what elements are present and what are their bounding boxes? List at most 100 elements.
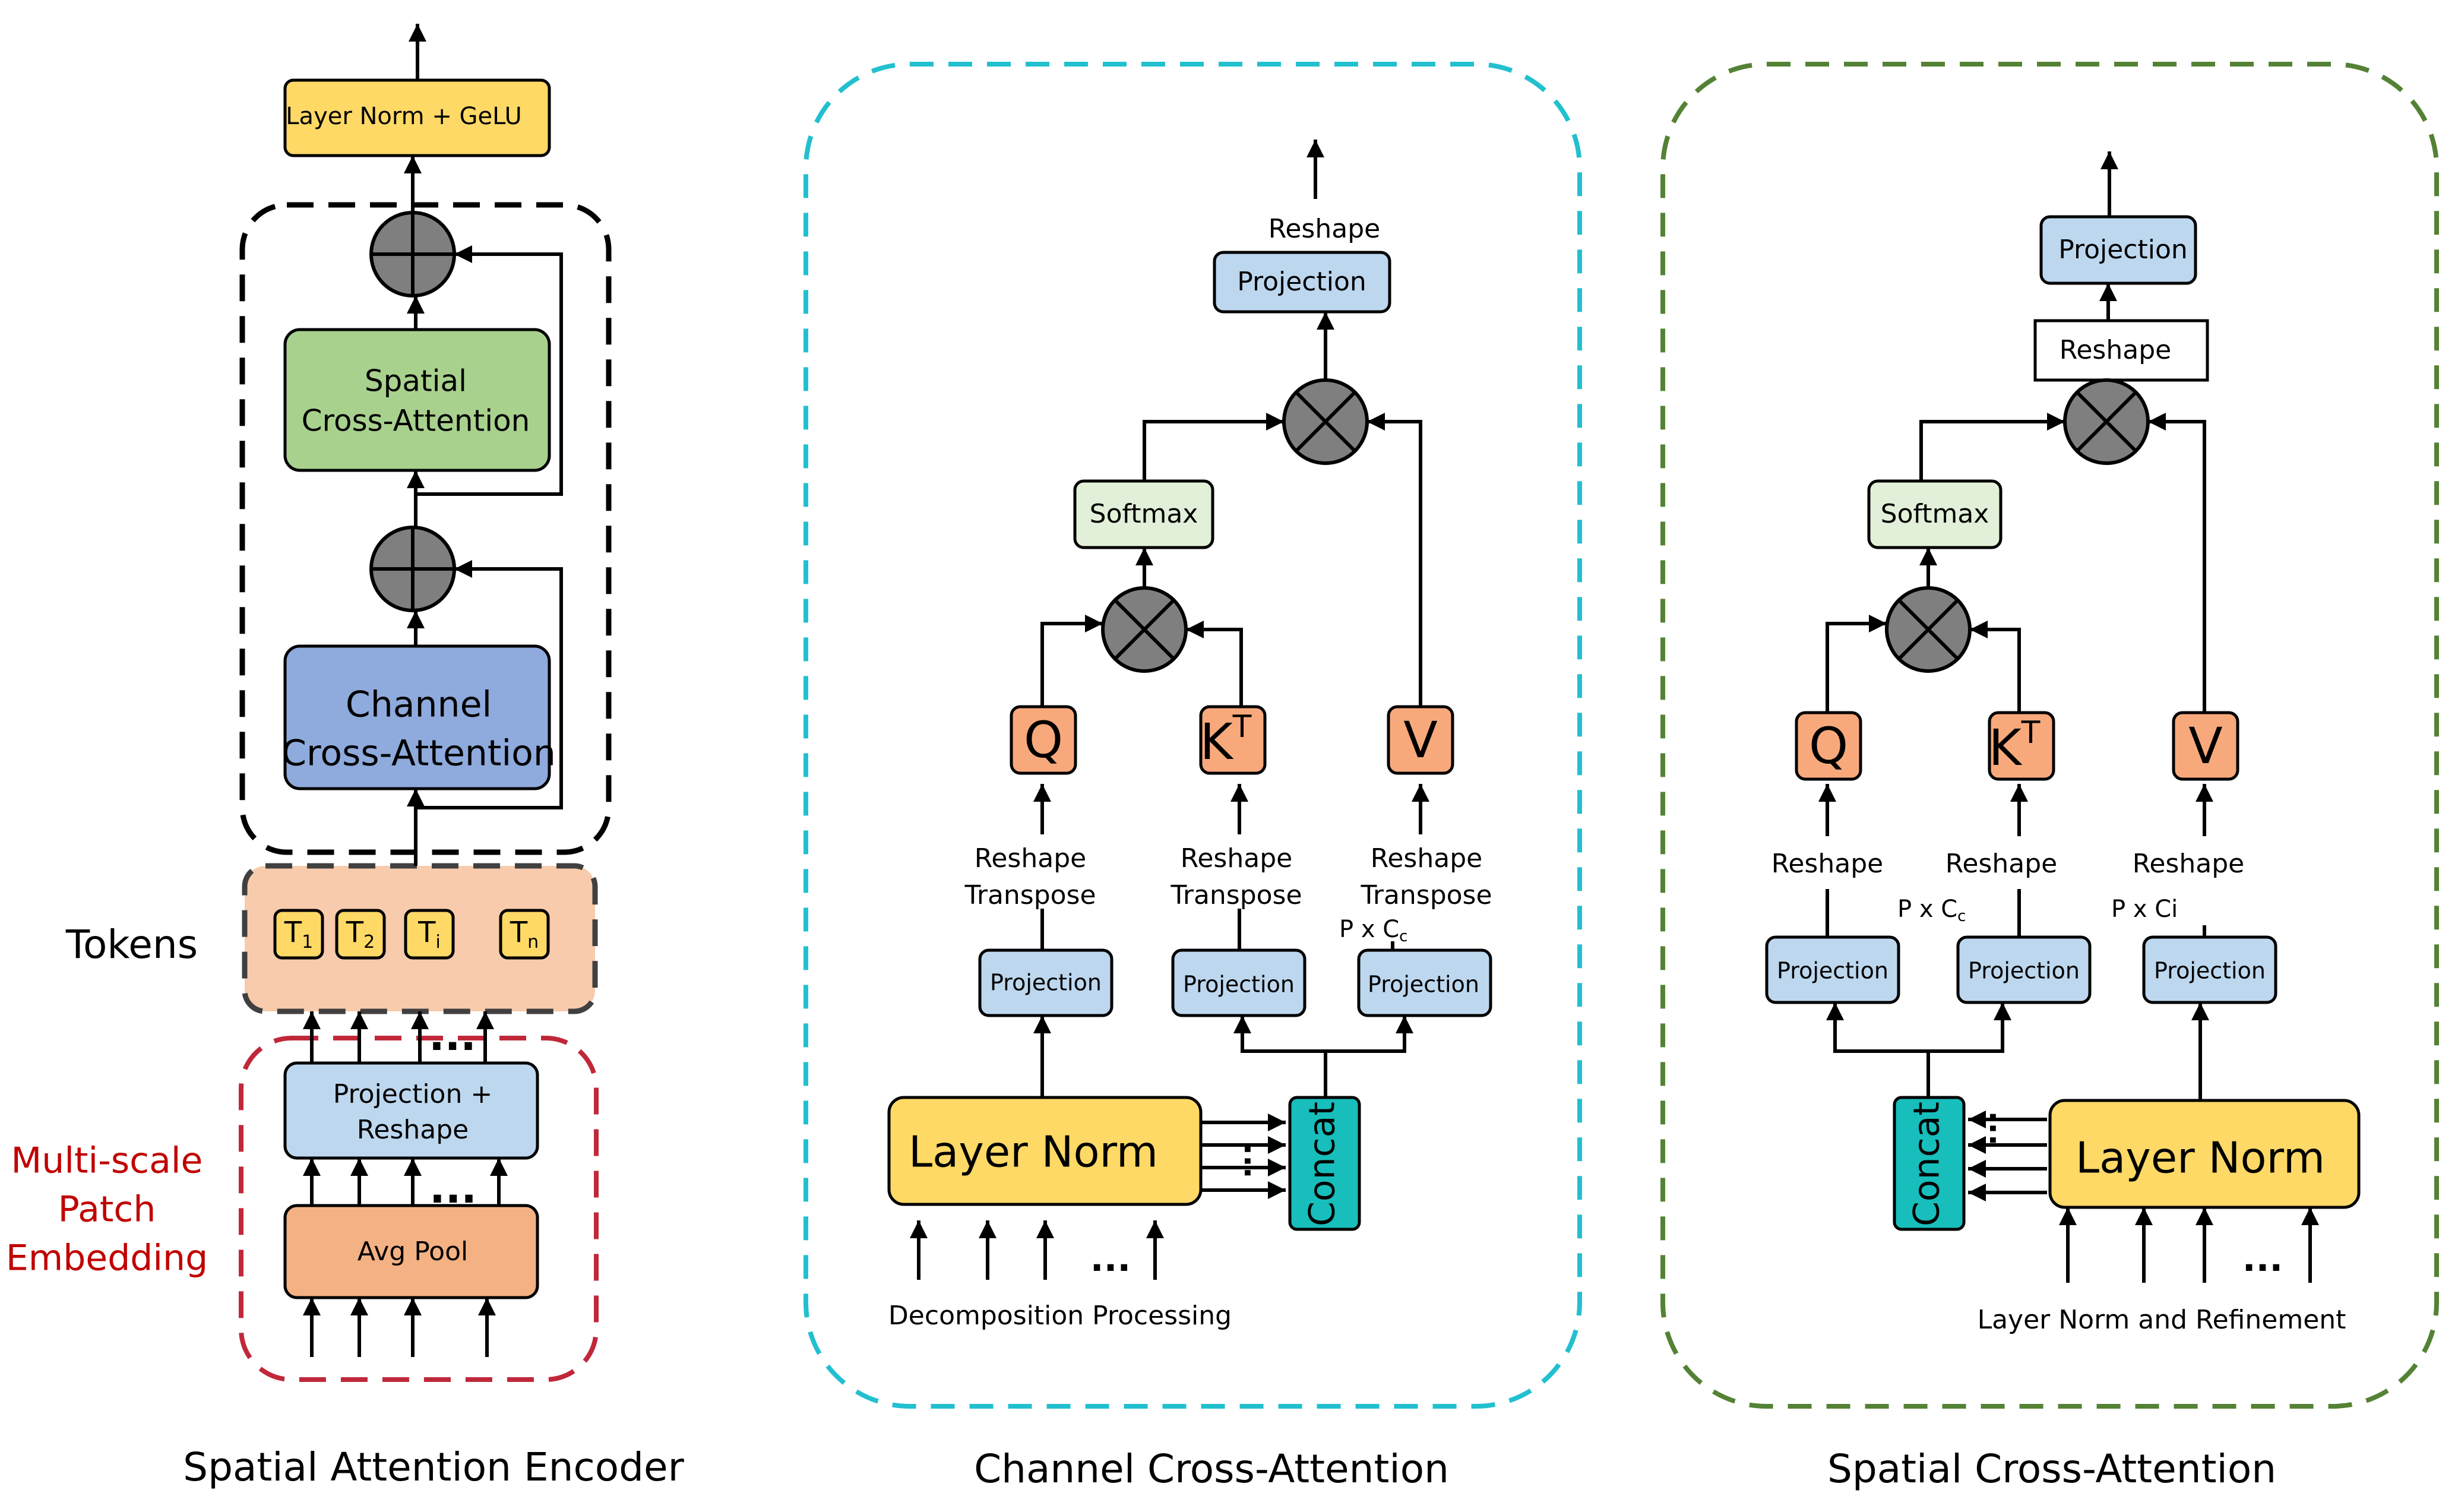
projection-reshape-line1: Projection +: [333, 1079, 492, 1109]
sp-arrows-input: [2059, 1207, 2319, 1283]
sp-dim-k-sub: c: [1957, 907, 1966, 925]
sp-dim-k-base: P x C: [1897, 896, 1957, 923]
token-base: T: [284, 916, 302, 949]
ch-transpose-v: Transpose: [1360, 880, 1492, 910]
sp-projection-v-label: Projection: [2154, 958, 2266, 984]
sp-k-label: KT: [1989, 715, 2041, 777]
multiscale-label-line1: Multi-scale: [11, 1140, 203, 1182]
svg-text:T1: T1: [284, 916, 313, 953]
ch-dim-label: P x Cc: [1339, 916, 1407, 945]
avg-pool-label: Avg Pool: [358, 1236, 469, 1267]
channel-ca-caption: Channel Cross-Attention: [974, 1446, 1449, 1492]
spatial-ca-label-line2: Cross-Attention: [302, 404, 530, 438]
ch-reshape-k: Reshape: [1181, 843, 1292, 874]
residual-connection-bottom: [416, 560, 563, 809]
encoder-attention-container: [239, 202, 612, 855]
sp-concat-ellipsis: ...: [1982, 1111, 2018, 1146]
sp-reshape-top-label: Reshape: [2060, 335, 2171, 365]
token-t2: T2: [335, 909, 386, 960]
sp-bottom-label: Layer Norm and Refinement: [1978, 1305, 2346, 1335]
arrows-projection-to-tokens: [303, 1011, 494, 1063]
sp-projection-q-label: Projection: [1777, 958, 1888, 984]
token-sub: n: [527, 932, 539, 953]
ch-projection-top-label: Projection: [1237, 267, 1366, 297]
ch-layer-norm-label: Layer Norm: [909, 1127, 1158, 1177]
sp-dim-k-label: P x Cc: [1897, 896, 1966, 925]
sp-projection-k-label: Projection: [1968, 958, 2080, 984]
sp-q-label: Q: [1809, 717, 1848, 775]
svg-text:T2: T2: [346, 916, 375, 953]
ch-q-box: [1010, 705, 1077, 775]
sp-projection-top-box: [2039, 215, 2197, 285]
ch-input-ellipsis: ...: [1090, 1238, 1131, 1280]
sp-reshape-v: Reshape: [2133, 849, 2244, 879]
ch-arrow-k-to-mult: [1186, 621, 1243, 707]
add-operator-bottom: [369, 526, 456, 612]
token-ti: Ti: [404, 909, 455, 960]
sp-v-box: [2172, 711, 2239, 781]
ch-q-label: Q: [1024, 711, 1063, 769]
residual-connection-top: [416, 245, 563, 496]
ch-dim-base: P x C: [1339, 916, 1399, 943]
channel-ca-container: [803, 62, 1582, 1409]
sp-q-box: [1795, 711, 1862, 781]
ch-projection-v-box: [1357, 948, 1492, 1017]
ch-arrow-concat-to-proj-v: [1326, 1016, 1413, 1053]
sp-arrow-concat-to-proj-q: [1826, 1002, 1930, 1097]
sp-projection-v-box: [2142, 935, 2277, 1004]
ch-concat-label: Concat: [1302, 1102, 1343, 1226]
sp-v-label: V: [2188, 717, 2222, 775]
token-base: T: [417, 916, 436, 949]
spatial-cross-attention-box: [283, 328, 551, 472]
arrows-avgpool-to-projection: [303, 1158, 508, 1206]
sp-projection-top-label: Projection: [2058, 235, 2188, 265]
sp-multiply-operator-top: [2063, 378, 2150, 465]
ch-projection-v-label: Projection: [1368, 972, 1479, 998]
ch-arrow-v-to-mult: [1367, 413, 1422, 707]
ch-projection-k-label: Projection: [1183, 972, 1295, 998]
ch-reshape-v: Reshape: [1371, 843, 1482, 874]
token-sub: i: [435, 932, 440, 953]
ch-reshape-q: Reshape: [975, 843, 1086, 874]
channel-ca-label-line1: Channel: [346, 684, 492, 726]
ch-transpose-k: Transpose: [1170, 880, 1302, 910]
ch-arrows-layernorm-to-concat: [1201, 1114, 1286, 1199]
channel-ca-label-line2: Cross-Attention: [281, 733, 556, 774]
ch-k-sup: T: [1232, 709, 1252, 745]
svg-text:Ti: Ti: [417, 916, 441, 953]
sp-concat-box: [1893, 1096, 1966, 1231]
ch-arrow-concat-to-proj-k: [1233, 1016, 1327, 1097]
token-sub: 1: [302, 932, 313, 953]
ch-layer-norm-box: [887, 1096, 1203, 1206]
multiscale-label-line3: Embedding: [6, 1238, 208, 1279]
sp-projection-k-box: [1956, 935, 2092, 1004]
sp-reshape-top-box: [2033, 319, 2209, 382]
sp-layer-norm-label: Layer Norm: [2076, 1133, 2325, 1183]
token-t1: T1: [273, 909, 324, 960]
ch-multiply-operator-top: [1282, 378, 1369, 465]
sp-arrow-softmax-to-mult: [1919, 413, 2065, 481]
sp-dim-v-label: P x Ci: [2111, 896, 2178, 923]
sp-k-box: [1988, 711, 2055, 781]
sp-arrows-layernorm-to-concat: [1968, 1111, 2047, 1201]
layer-norm-gelu-label: Layer Norm + GeLU: [286, 103, 521, 130]
spatial-ca-label-line1: Spatial: [365, 364, 467, 398]
ch-k-label: KT: [1200, 709, 1252, 771]
ch-concat-box: [1288, 1096, 1361, 1231]
ch-arrow-q-to-mult: [1040, 615, 1103, 707]
ch-projection-top-box: [1213, 251, 1391, 314]
ch-bottom-label: Decomposition Processing: [888, 1301, 1232, 1331]
ch-k-base: K: [1200, 713, 1234, 771]
token-sub: 2: [363, 932, 375, 953]
token-base: T: [510, 916, 528, 949]
svg-text:Tn: Tn: [510, 916, 539, 953]
multiscale-label-line2: Patch: [58, 1189, 156, 1231]
ch-projection-q-label: Projection: [990, 970, 1102, 996]
sp-softmax-label: Softmax: [1881, 499, 1989, 529]
ch-multiply-operator-bottom: [1101, 586, 1188, 673]
ch-arrow-softmax-to-mult: [1143, 413, 1284, 481]
spatial-ca-caption: Spatial Cross-Attention: [1827, 1446, 2276, 1492]
spatial-ca-panel: Projection Reshape Softmax: [1660, 62, 2439, 1492]
ch-arrows-input: [910, 1220, 1164, 1280]
